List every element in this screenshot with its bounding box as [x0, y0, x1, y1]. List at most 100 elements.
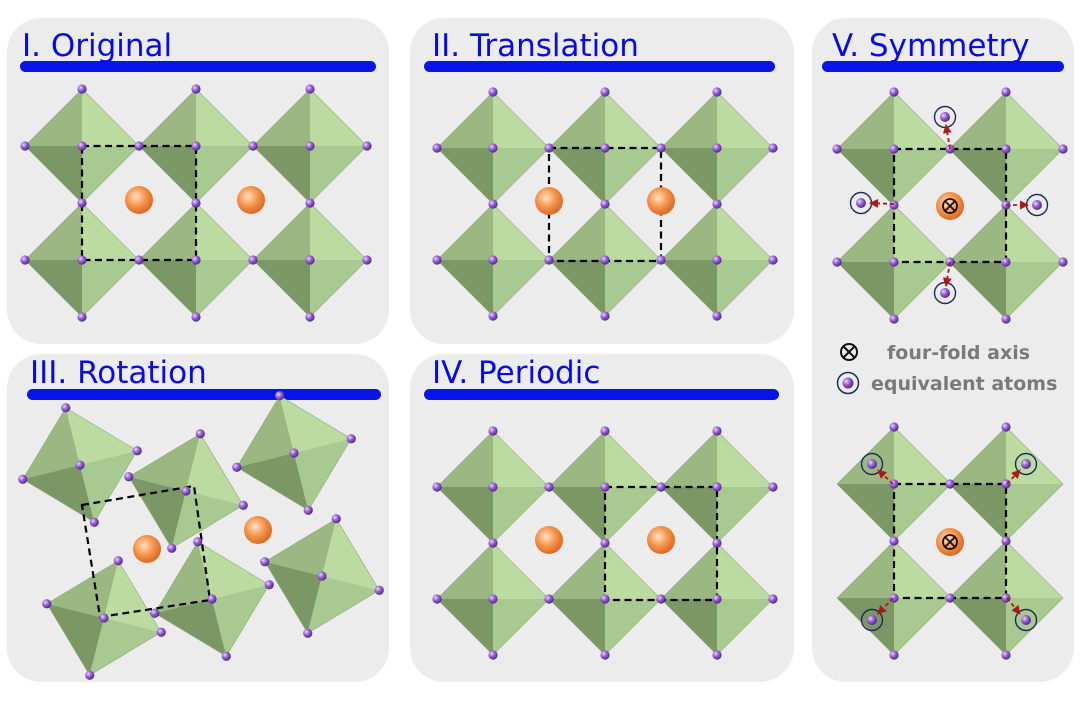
atom — [167, 543, 177, 553]
octahedron — [548, 91, 662, 205]
atom — [488, 311, 498, 321]
atom — [303, 505, 313, 515]
legend: four-fold axis equivalent atoms — [836, 342, 1057, 395]
atom — [488, 199, 498, 209]
atom — [20, 255, 30, 265]
atom — [488, 255, 498, 265]
atom — [488, 594, 498, 604]
atom — [600, 538, 610, 548]
atom — [1001, 650, 1011, 660]
atom — [248, 141, 258, 151]
atom — [768, 482, 778, 492]
octahedron — [660, 542, 774, 656]
octahedron — [948, 204, 1064, 320]
atom — [600, 143, 610, 153]
atom — [544, 482, 554, 492]
title-periodic: IV. Periodic — [432, 355, 600, 391]
equivalent-atom — [860, 452, 884, 476]
equivalent-atom-icon — [836, 371, 860, 395]
atom — [832, 144, 842, 154]
octahedron — [24, 88, 140, 204]
atom — [61, 403, 71, 413]
atom — [600, 87, 610, 97]
center-atom — [244, 516, 272, 544]
atom — [712, 594, 722, 604]
atom — [600, 311, 610, 321]
structure-rotation — [18, 391, 384, 680]
atom — [832, 257, 842, 267]
atom — [656, 594, 666, 604]
octahedron-face — [128, 433, 201, 491]
atom — [191, 312, 201, 322]
atom — [488, 538, 498, 548]
atom — [362, 141, 372, 151]
title-original: I. Original — [22, 28, 172, 64]
four-fold-axis-icon — [942, 534, 958, 550]
octahedron-face — [22, 465, 95, 523]
atom — [544, 255, 554, 265]
center-atom — [133, 535, 161, 563]
legend-atoms-label: equivalent atoms — [871, 373, 1057, 395]
atom — [191, 198, 201, 208]
octahedron-face — [65, 407, 138, 465]
title-bar-symmetry — [822, 61, 1064, 72]
title-translation: II. Translation — [432, 28, 639, 64]
center-atom — [125, 186, 153, 214]
octahedron-face — [279, 395, 352, 453]
atom — [1058, 144, 1068, 154]
octahedron — [138, 202, 254, 318]
atom — [600, 199, 610, 209]
atom — [191, 84, 201, 94]
atom — [305, 84, 315, 94]
structure-symmetry-bottom — [836, 422, 1064, 660]
octahedron — [548, 430, 662, 544]
octahedron — [660, 430, 774, 544]
octahedron — [154, 541, 270, 657]
atom — [889, 200, 899, 210]
atom — [600, 650, 610, 660]
atom — [346, 434, 356, 444]
center-atom — [647, 187, 675, 215]
atom — [132, 446, 142, 456]
arrow — [877, 597, 894, 615]
octahedron-face — [197, 541, 270, 599]
octahedron-face — [46, 560, 119, 618]
title-bar-rotation — [27, 389, 381, 400]
atom — [191, 255, 201, 265]
octahedron-face — [294, 438, 352, 511]
atom — [134, 255, 144, 265]
atom — [75, 460, 85, 470]
atom — [432, 143, 442, 153]
atom — [232, 462, 242, 472]
atom — [221, 651, 231, 661]
atom — [488, 650, 498, 660]
atom — [432, 482, 442, 492]
atom — [18, 474, 28, 484]
octahedron-face — [264, 561, 322, 634]
atom — [156, 627, 166, 637]
octahedron — [264, 518, 380, 634]
atom — [488, 482, 498, 492]
title-bar-original — [20, 61, 376, 72]
atom — [600, 426, 610, 436]
structure-periodic — [432, 426, 778, 660]
atom — [768, 143, 778, 153]
atom — [1001, 87, 1011, 97]
unit-cell — [80, 144, 198, 262]
atom — [600, 482, 610, 492]
arrow — [1006, 597, 1021, 615]
atom — [181, 486, 191, 496]
atom — [768, 594, 778, 604]
atom — [712, 143, 722, 153]
legend-axis-label: four-fold axis — [887, 342, 1030, 364]
atom — [238, 500, 248, 510]
center-atom — [535, 526, 563, 554]
octahedron-face — [171, 491, 244, 549]
structure-original — [20, 84, 372, 322]
atom — [1001, 314, 1011, 324]
atom — [150, 608, 160, 618]
atom — [889, 650, 899, 660]
atom — [85, 670, 95, 680]
center-atom — [237, 186, 265, 214]
atom — [289, 448, 299, 458]
